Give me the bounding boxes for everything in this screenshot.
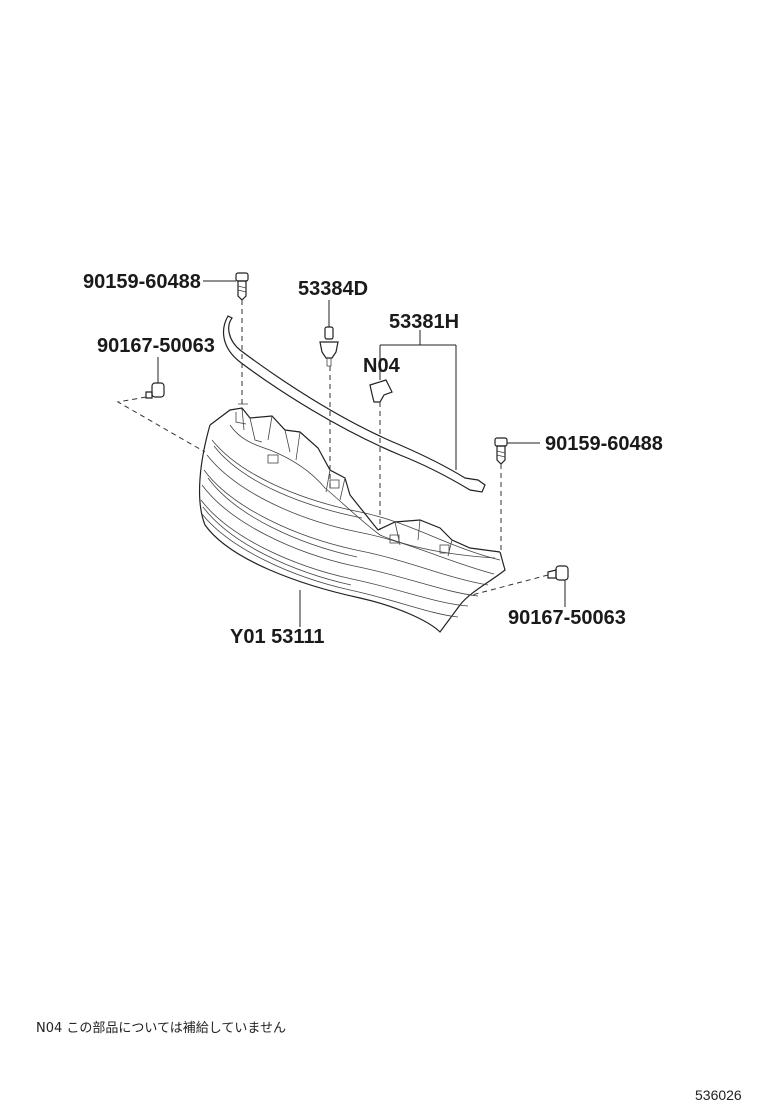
installation-dashed-lines [116, 300, 549, 597]
bolt-right [494, 437, 508, 465]
label-bolt-right: 90159-60488 [545, 433, 663, 455]
label-grille: Y01 53111 [230, 626, 325, 648]
radiator-grille [198, 403, 506, 633]
label-clip-53384d: 53384D [298, 278, 368, 300]
label-clip-left: 90167-50063 [97, 335, 215, 357]
clip-right [547, 565, 569, 581]
label-clip-right: 90167-50063 [508, 607, 626, 629]
label-bolt-top-left: 90159-60488 [83, 271, 201, 293]
grille-seal [222, 315, 486, 493]
supply-note: N04 この部品については補給していません [36, 1021, 286, 1036]
clip-n04 [369, 379, 393, 403]
clip-left [145, 382, 165, 399]
clip-53384d [319, 326, 339, 367]
bolt-top-left [235, 272, 249, 301]
leader-lines [157, 280, 566, 627]
diagram-number: 536026 [695, 1087, 742, 1103]
label-seal: 53381H [389, 311, 459, 333]
label-clip-n04: N04 [363, 355, 401, 377]
